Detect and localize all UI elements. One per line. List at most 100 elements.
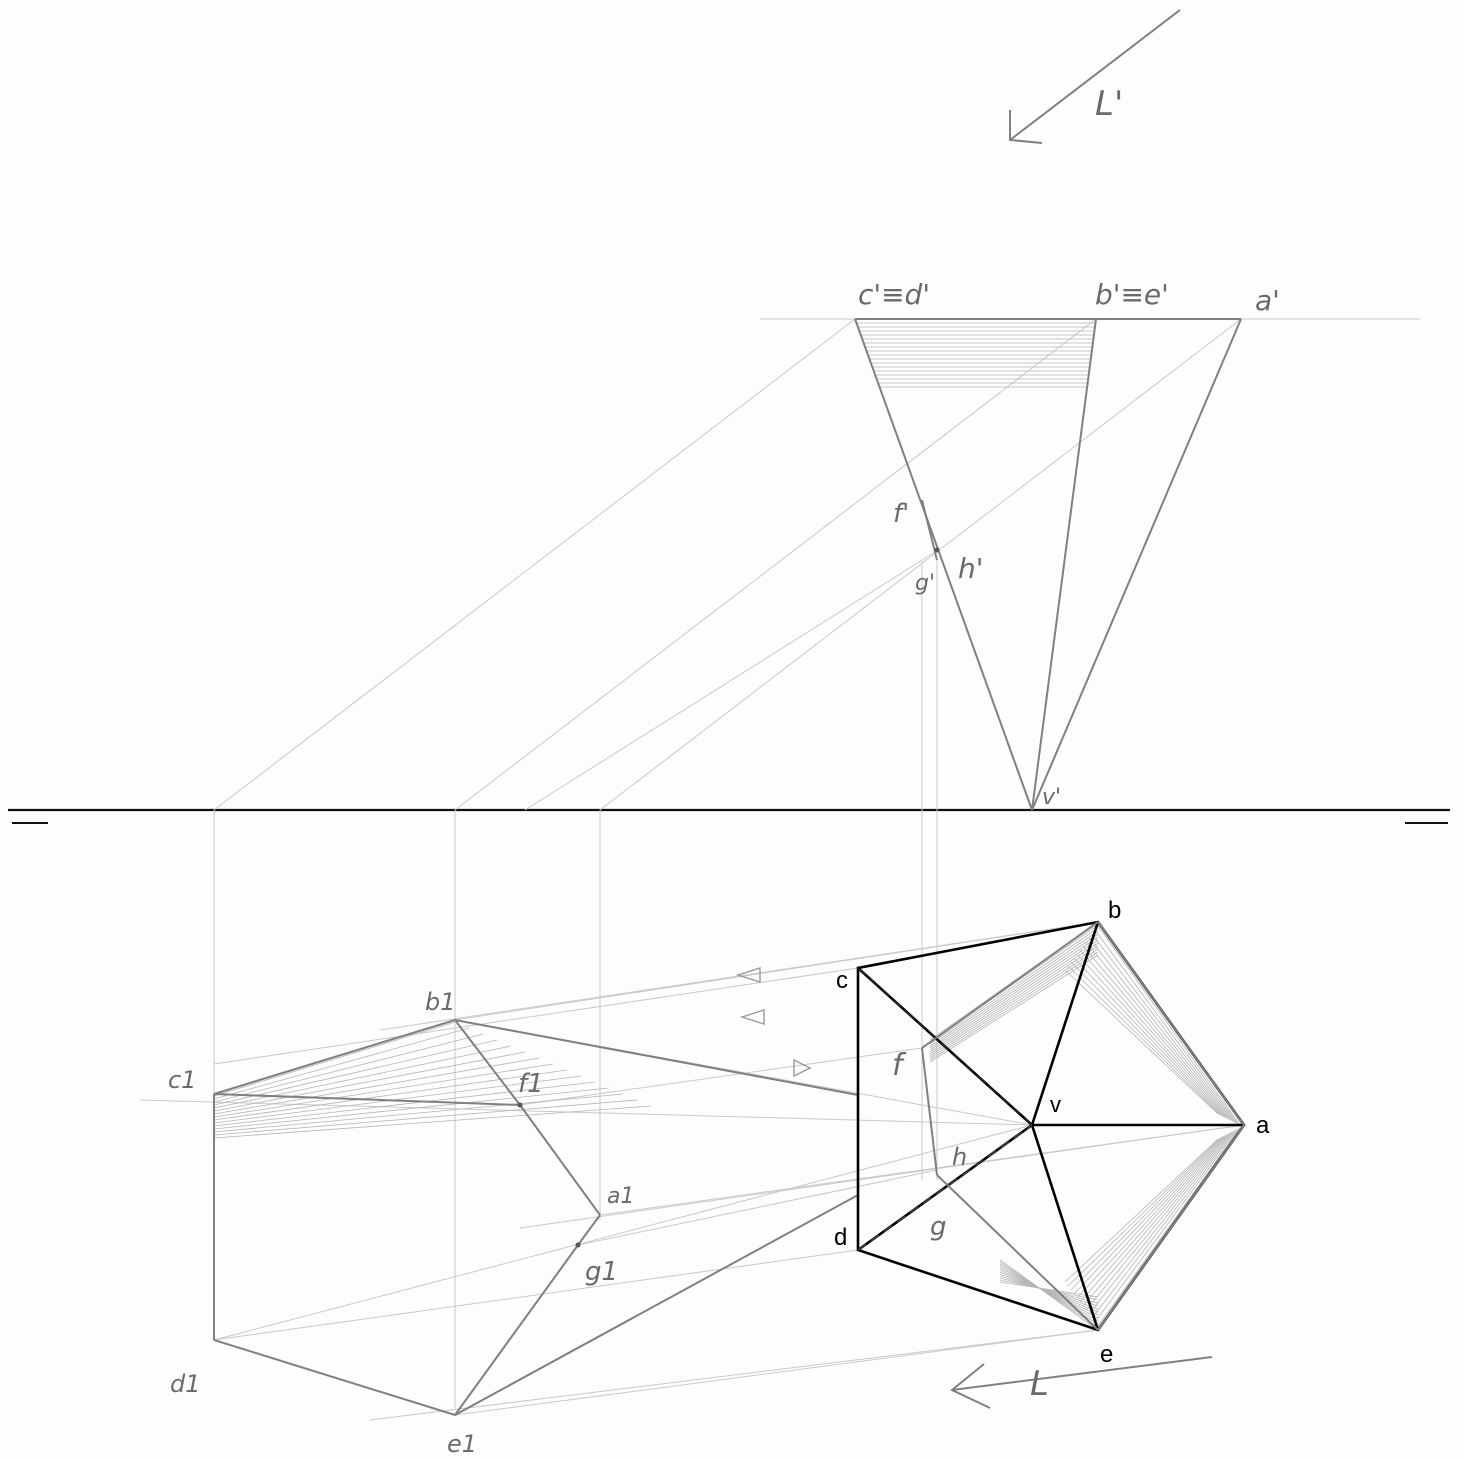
label-h: h — [952, 1143, 967, 1171]
label-a-prime: a' — [1255, 284, 1280, 317]
hatch-line — [213, 1075, 582, 1124]
hatch-line — [1094, 1128, 1239, 1323]
hatch-line — [1079, 949, 1229, 1120]
hatch-line — [213, 1069, 568, 1121]
label-d1: d1 — [170, 1370, 201, 1398]
hatch-line — [929, 945, 1099, 1057]
hatch-line — [213, 1051, 526, 1112]
hatch-line — [999, 1277, 1099, 1304]
hatch-line — [999, 1279, 1099, 1301]
hatch-line — [1088, 937, 1235, 1123]
hatch-line — [1097, 1127, 1241, 1327]
hatch-line — [999, 1275, 1099, 1307]
elevation-light-rays — [213, 318, 1420, 811]
hatch-line — [999, 1269, 1099, 1316]
hatch-line — [213, 1105, 652, 1139]
label-h-prime: h' — [958, 552, 983, 585]
hatch-line — [999, 1261, 1099, 1328]
hatch-line — [1073, 1135, 1225, 1295]
cast-shadow-outline — [213, 1018, 859, 1417]
hatch-line — [1079, 1133, 1229, 1303]
hatch-line — [213, 1027, 470, 1100]
hatch-line — [1091, 1129, 1237, 1319]
label-g-prime: g' — [915, 571, 935, 596]
hatch-line — [213, 1045, 512, 1109]
hatch-line — [213, 1099, 638, 1136]
label-v: v — [1050, 1092, 1061, 1117]
ground-line — [8, 808, 1450, 824]
label-a1: a1 — [607, 1184, 634, 1209]
hatch-line — [1085, 1131, 1233, 1311]
hatch-line — [1091, 933, 1237, 1124]
hatch-line — [213, 1057, 540, 1115]
hatch-line — [1082, 1132, 1231, 1307]
hatch-line — [1082, 945, 1231, 1121]
label-b: b — [1108, 897, 1121, 924]
hatch-line — [1064, 1138, 1219, 1283]
shadow-labels: b1 c1 f1 a1 g1 d1 e1 — [168, 988, 634, 1458]
hatch-line — [213, 1021, 456, 1097]
hatch-line — [929, 954, 1099, 1063]
hatch-line — [213, 1093, 624, 1133]
elevation-labels: L' c'≡d' b'≡e' a' f' g' h' v' — [858, 84, 1280, 810]
label-b-prime-e-prime: b'≡e' — [1095, 278, 1169, 311]
hatch-line — [999, 1273, 1099, 1310]
label-f1: f1 — [518, 1069, 544, 1099]
pyramid-plan — [856, 920, 1246, 1332]
pyramid-elevation — [854, 318, 1242, 811]
label-c-prime-d-prime: c'≡d' — [858, 278, 930, 311]
hatch-line — [999, 1281, 1099, 1298]
hatch-line — [999, 1271, 1099, 1313]
hatch-line — [929, 936, 1099, 1051]
ray-direction-marks — [735, 967, 812, 1078]
hatch-line — [213, 1087, 610, 1130]
light-arrow-elevation — [1009, 9, 1181, 144]
label-d: d — [834, 1224, 847, 1251]
hatch-line — [929, 939, 1099, 1053]
hatch-line — [213, 1063, 554, 1118]
hatch-line — [1067, 965, 1221, 1116]
hatch-line — [1094, 929, 1239, 1125]
label-f: f — [892, 1048, 907, 1083]
plan-light-rays — [139, 921, 1245, 1421]
hatch-line — [1088, 1130, 1235, 1315]
label-light-plan: L — [1030, 1364, 1049, 1404]
hatch-line — [929, 933, 1099, 1049]
label-b1: b1 — [425, 988, 456, 1016]
label-c: c — [836, 967, 848, 994]
plan-face-hatching — [929, 921, 1241, 1331]
hatch-line — [1070, 961, 1223, 1117]
hatch-line — [1064, 969, 1219, 1115]
hatch-line — [1070, 1136, 1223, 1291]
label-light-elevation: L' — [1095, 84, 1123, 124]
hatch-line — [929, 951, 1099, 1061]
hatch-line — [1085, 941, 1233, 1122]
hatch-line — [999, 1267, 1099, 1319]
hatch-line — [1076, 1134, 1227, 1299]
hatch-line — [1067, 1137, 1221, 1287]
label-g: g — [930, 1212, 947, 1242]
label-e: e — [1100, 1341, 1113, 1368]
hatch-line — [213, 1081, 596, 1127]
hatch-line — [929, 930, 1099, 1047]
hatch-line — [1076, 953, 1227, 1119]
hatch-line — [213, 1039, 498, 1106]
hatch-line — [929, 927, 1099, 1045]
label-g1: g1 — [585, 1257, 618, 1287]
light-arrow-plan — [950, 1356, 1213, 1409]
hatch-line — [929, 942, 1099, 1055]
hatch-line — [999, 1259, 1099, 1331]
elevation-hatching — [856, 322, 1096, 388]
hatch-line — [1097, 925, 1241, 1126]
label-c1: c1 — [168, 1066, 196, 1094]
label-v-prime: v' — [1042, 785, 1061, 810]
plan-labels: b c a v d e f g h L — [834, 897, 1270, 1404]
hatch-line — [1073, 957, 1225, 1118]
label-f-prime: f' — [893, 499, 909, 529]
label-e1: e1 — [447, 1430, 477, 1458]
hatch-line — [213, 1033, 484, 1103]
recall-lines — [213, 560, 938, 1410]
hatch-line — [999, 1265, 1099, 1322]
shadow-hatching — [213, 1021, 652, 1139]
